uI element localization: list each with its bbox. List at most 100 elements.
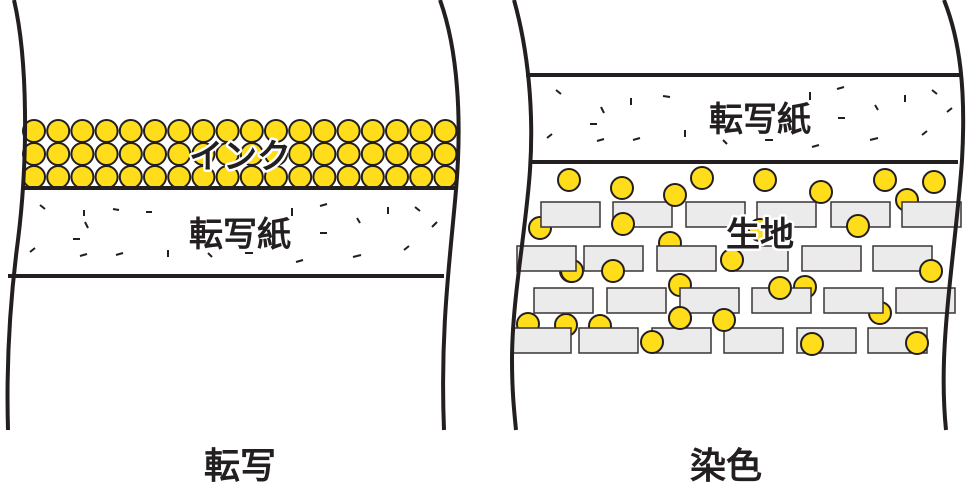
ink-particle xyxy=(433,142,458,166)
ink-particle xyxy=(94,142,119,166)
ink-particle xyxy=(409,165,434,189)
ink-particle xyxy=(601,259,625,283)
dye-particles-front xyxy=(557,166,946,356)
paper-fibers-right xyxy=(546,86,953,148)
ink-particle xyxy=(919,259,943,283)
ink-particle xyxy=(167,119,192,143)
ink-particle xyxy=(167,142,192,166)
paper-fibers-left xyxy=(29,203,438,263)
ink-particle xyxy=(143,165,167,189)
paper-fiber xyxy=(931,89,938,95)
paper-fiber xyxy=(39,204,46,210)
ink-particle xyxy=(360,165,385,189)
ink-particle xyxy=(312,142,337,166)
ink-particle xyxy=(46,142,71,166)
ink-particle xyxy=(690,166,714,190)
fabric-fiber xyxy=(578,327,639,354)
ink-particle xyxy=(70,165,95,189)
fabric-fiber xyxy=(516,245,577,272)
ink-particle xyxy=(922,170,946,194)
ink-particle xyxy=(846,214,870,238)
ink-particle xyxy=(143,119,167,143)
right-edge-right-panel xyxy=(941,0,966,431)
paper-fiber xyxy=(600,106,605,114)
ink-particle xyxy=(288,119,313,143)
paper-fiber xyxy=(946,107,953,113)
ink-particle xyxy=(360,119,385,143)
ink-particle xyxy=(239,119,264,143)
ink-label: インク xyxy=(189,137,291,177)
paper-fiber xyxy=(207,252,213,258)
fabric-fiber xyxy=(895,287,956,314)
paper-fiber xyxy=(79,253,88,257)
ink-particle xyxy=(288,142,313,166)
ink-particle xyxy=(433,119,458,143)
caption-transfer: 転写 xyxy=(204,446,276,487)
left-panel-transfer: インク 転写紙 転写 xyxy=(5,0,461,487)
fabric-fiber xyxy=(823,287,884,314)
ink-particle xyxy=(239,142,264,166)
fabric-fiber xyxy=(540,201,601,228)
ink-particle xyxy=(336,119,361,143)
paper-fiber xyxy=(555,89,562,95)
ink-particle xyxy=(143,142,167,166)
fabric-fiber xyxy=(685,201,746,228)
fabric-fiber xyxy=(679,287,740,314)
ink-particle xyxy=(748,218,772,242)
right-panel-dye: 転写紙 生地 染色 xyxy=(509,0,966,487)
ink-particles xyxy=(22,119,458,189)
ink-particle xyxy=(753,168,777,192)
ink-particle xyxy=(312,119,337,143)
ink-particle xyxy=(768,276,792,300)
ink-particle xyxy=(800,332,824,356)
paper-fiber xyxy=(546,133,553,139)
ink-particle xyxy=(905,331,929,355)
paper-fiber xyxy=(84,221,89,229)
paper-fiber xyxy=(356,217,361,224)
paper-fiber xyxy=(874,104,879,111)
fabric-fiber xyxy=(901,201,962,228)
paper-fiber xyxy=(115,252,124,256)
paper-fiber xyxy=(295,259,304,263)
ink-particle xyxy=(46,165,71,189)
ink-particle xyxy=(118,165,143,189)
ink-particle xyxy=(809,180,833,204)
transfer-paper-label-right: 転写紙 xyxy=(709,100,811,140)
paper-fiber xyxy=(319,203,328,207)
ink-particle xyxy=(118,142,143,166)
ink-particle xyxy=(640,330,664,354)
fabric-fiber xyxy=(606,287,667,314)
ink-particle xyxy=(663,183,687,207)
paper-fiber xyxy=(352,254,362,258)
paper-fiber xyxy=(29,247,36,253)
ink-particle xyxy=(118,119,143,143)
fabric-fiber xyxy=(656,245,717,272)
ink-particle xyxy=(712,308,736,332)
ink-particle xyxy=(433,165,458,189)
paper-fiber xyxy=(836,86,845,90)
paper-fiber xyxy=(112,208,120,211)
paper-fiber xyxy=(632,137,641,141)
ink-particle xyxy=(385,142,409,166)
ink-particle xyxy=(360,142,385,166)
ink-particle xyxy=(385,119,409,143)
ink-particle xyxy=(385,165,409,189)
paper-fiber xyxy=(596,138,605,142)
left-edge-left-panel xyxy=(5,0,28,431)
paper-fiber xyxy=(921,130,928,136)
ink-particle xyxy=(94,119,119,143)
ink-particle xyxy=(94,165,119,189)
paper-fiber xyxy=(722,139,728,145)
right-edge-left-panel xyxy=(438,0,461,431)
paper-fiber xyxy=(811,144,820,148)
ink-particle xyxy=(668,306,692,330)
ink-particle xyxy=(611,212,635,236)
fabric-fiber xyxy=(533,287,594,314)
ink-particle xyxy=(720,248,744,272)
ink-particle xyxy=(22,165,46,189)
ink-particle xyxy=(409,119,434,143)
ink-particle xyxy=(70,142,95,166)
paper-fiber xyxy=(414,206,421,212)
fabric-fiber xyxy=(723,327,784,354)
ink-particle xyxy=(46,119,71,143)
